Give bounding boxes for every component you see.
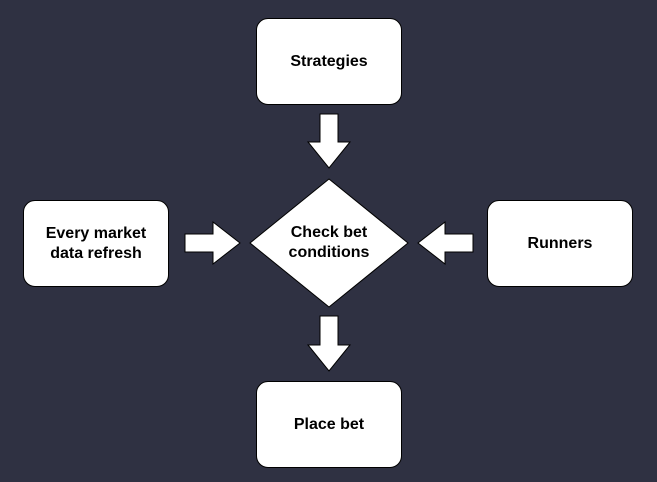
arrow-down-from-strategies <box>306 113 352 169</box>
market-refresh-label: Every market data refresh <box>45 224 147 262</box>
runners-label: Runners <box>527 234 593 252</box>
arrow-down-to-place-bet <box>306 315 352 372</box>
strategies-label: Strategies <box>290 52 368 70</box>
place-bet-label: Place bet <box>293 415 365 433</box>
arrow-right-from-market-refresh <box>184 220 241 266</box>
check-conditions-label-container: Check bet conditions <box>250 213 408 273</box>
decision-diamond <box>249 178 409 308</box>
market-refresh-box: Every market data refresh <box>23 200 169 287</box>
runners-box: Runners <box>487 200 633 287</box>
strategies-box: Strategies <box>256 18 402 105</box>
arrow-left-from-runners <box>417 220 474 266</box>
check-conditions-label: Check bet conditions <box>288 224 370 261</box>
place-bet-box: Place bet <box>256 381 402 468</box>
